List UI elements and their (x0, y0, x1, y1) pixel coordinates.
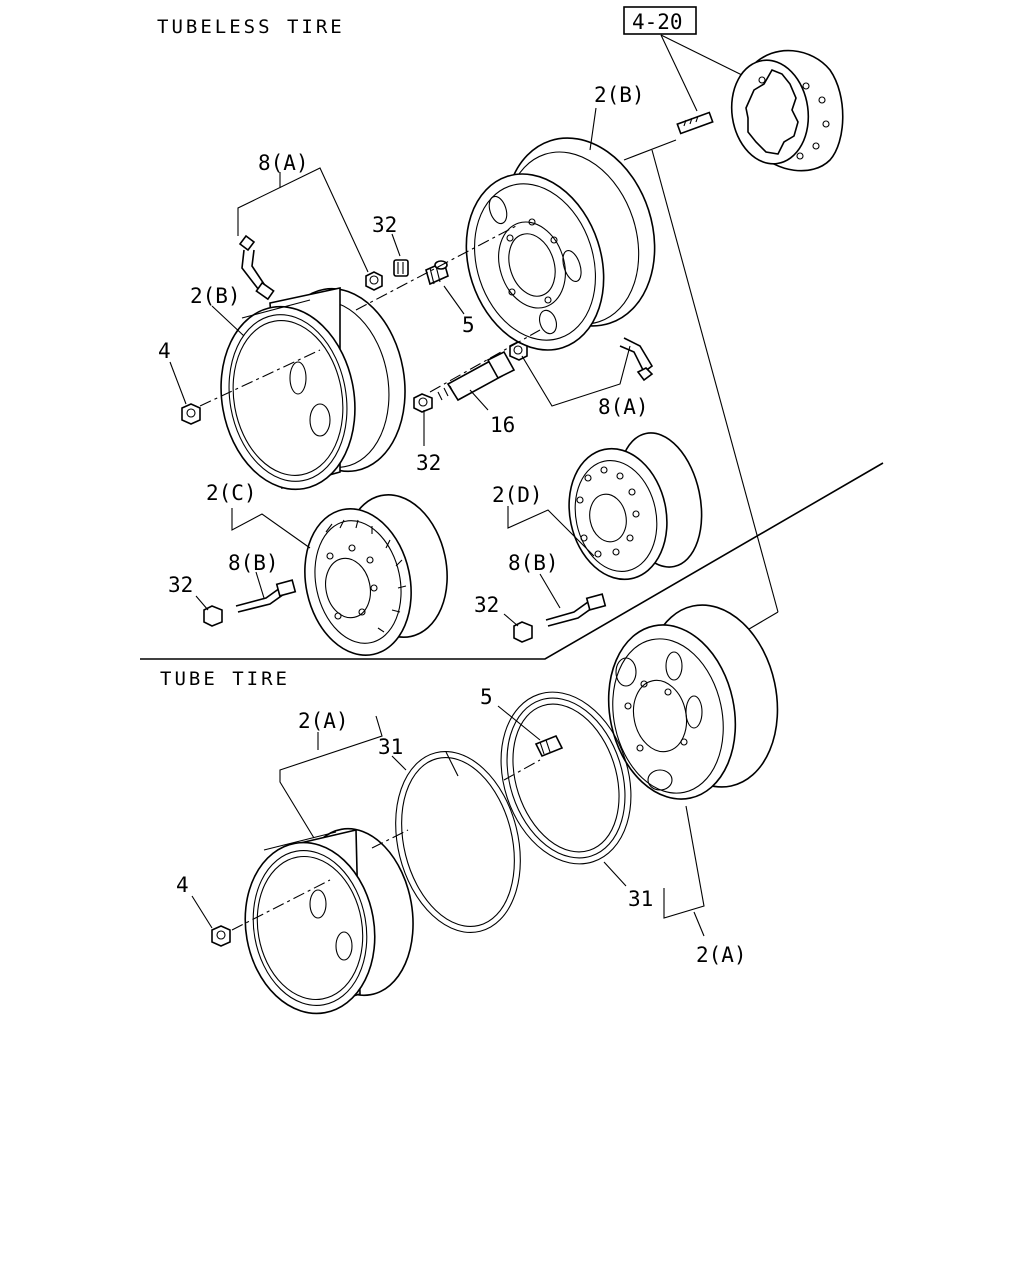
hub-flange-icon (730, 49, 844, 172)
valve-cap-32-top-icon (393, 259, 409, 277)
label-8b-right: 8(B) (508, 551, 559, 575)
label-2a-bottom: 2(A) (696, 943, 747, 967)
label-5-top: 5 (462, 313, 475, 337)
valve-extension-16-icon (437, 350, 516, 402)
section-title-tubeless: TUBELESS TIRE (157, 16, 345, 38)
wheel-2a-left-icon (244, 827, 414, 1015)
valve-5-top-icon (425, 260, 449, 286)
valve-8a-right-icon (619, 337, 654, 382)
wheel-2c-icon (304, 494, 448, 656)
valve-cap-32-mid-icon (413, 393, 433, 413)
label-4-bottom: 4 (176, 873, 189, 897)
valve-5-bottom-icon (534, 734, 564, 758)
label-2d: 2(D) (492, 483, 543, 507)
label-8b-left: 8(B) (228, 551, 279, 575)
label-31-top: 31 (378, 735, 403, 759)
wheel-2a-right-icon (607, 604, 779, 800)
label-2b-left: 2(B) (190, 284, 241, 308)
tire-tube-icon (395, 751, 521, 933)
valve-8b-left-icon (235, 579, 297, 613)
section-title-tube: TUBE TIRE (160, 668, 290, 690)
lug-nut-icon (365, 271, 383, 291)
wheel-2b-right-icon (465, 137, 656, 351)
lug-nut-right-icon (509, 341, 528, 361)
lug-nut-4-bottom-icon (211, 925, 231, 947)
reference-label: 4-20 (632, 10, 683, 34)
label-32-mid: 32 (416, 451, 441, 475)
valve-8b-right-icon (545, 593, 607, 627)
section-divider (140, 462, 884, 660)
flap-ring-right-icon (500, 691, 632, 865)
label-4-top: 4 (158, 339, 171, 363)
wheel-2b-left-icon (220, 287, 406, 491)
label-2c: 2(C) (206, 481, 257, 505)
wheel-2d-icon (568, 432, 703, 581)
lug-nut-4-top-icon (181, 403, 201, 425)
valve-8a-left-icon (238, 234, 275, 301)
label-2a-top: 2(A) (298, 709, 349, 733)
label-32-left: 32 (168, 573, 193, 597)
valve-cap-32-left-icon (203, 605, 223, 627)
label-31-bottom: 31 (628, 887, 653, 911)
label-8a-right: 8(A) (598, 395, 649, 419)
label-32-right: 32 (474, 593, 499, 617)
label-2b-top: 2(B) (594, 83, 645, 107)
label-32-top: 32 (372, 213, 397, 237)
hub-stud-icon (676, 111, 714, 135)
label-5-bottom: 5 (480, 685, 493, 709)
label-8a-top: 8(A) (258, 151, 309, 175)
label-16: 16 (490, 413, 515, 437)
valve-cap-32-right-icon (513, 621, 533, 643)
reference-box[interactable]: 4-20 (623, 6, 697, 35)
